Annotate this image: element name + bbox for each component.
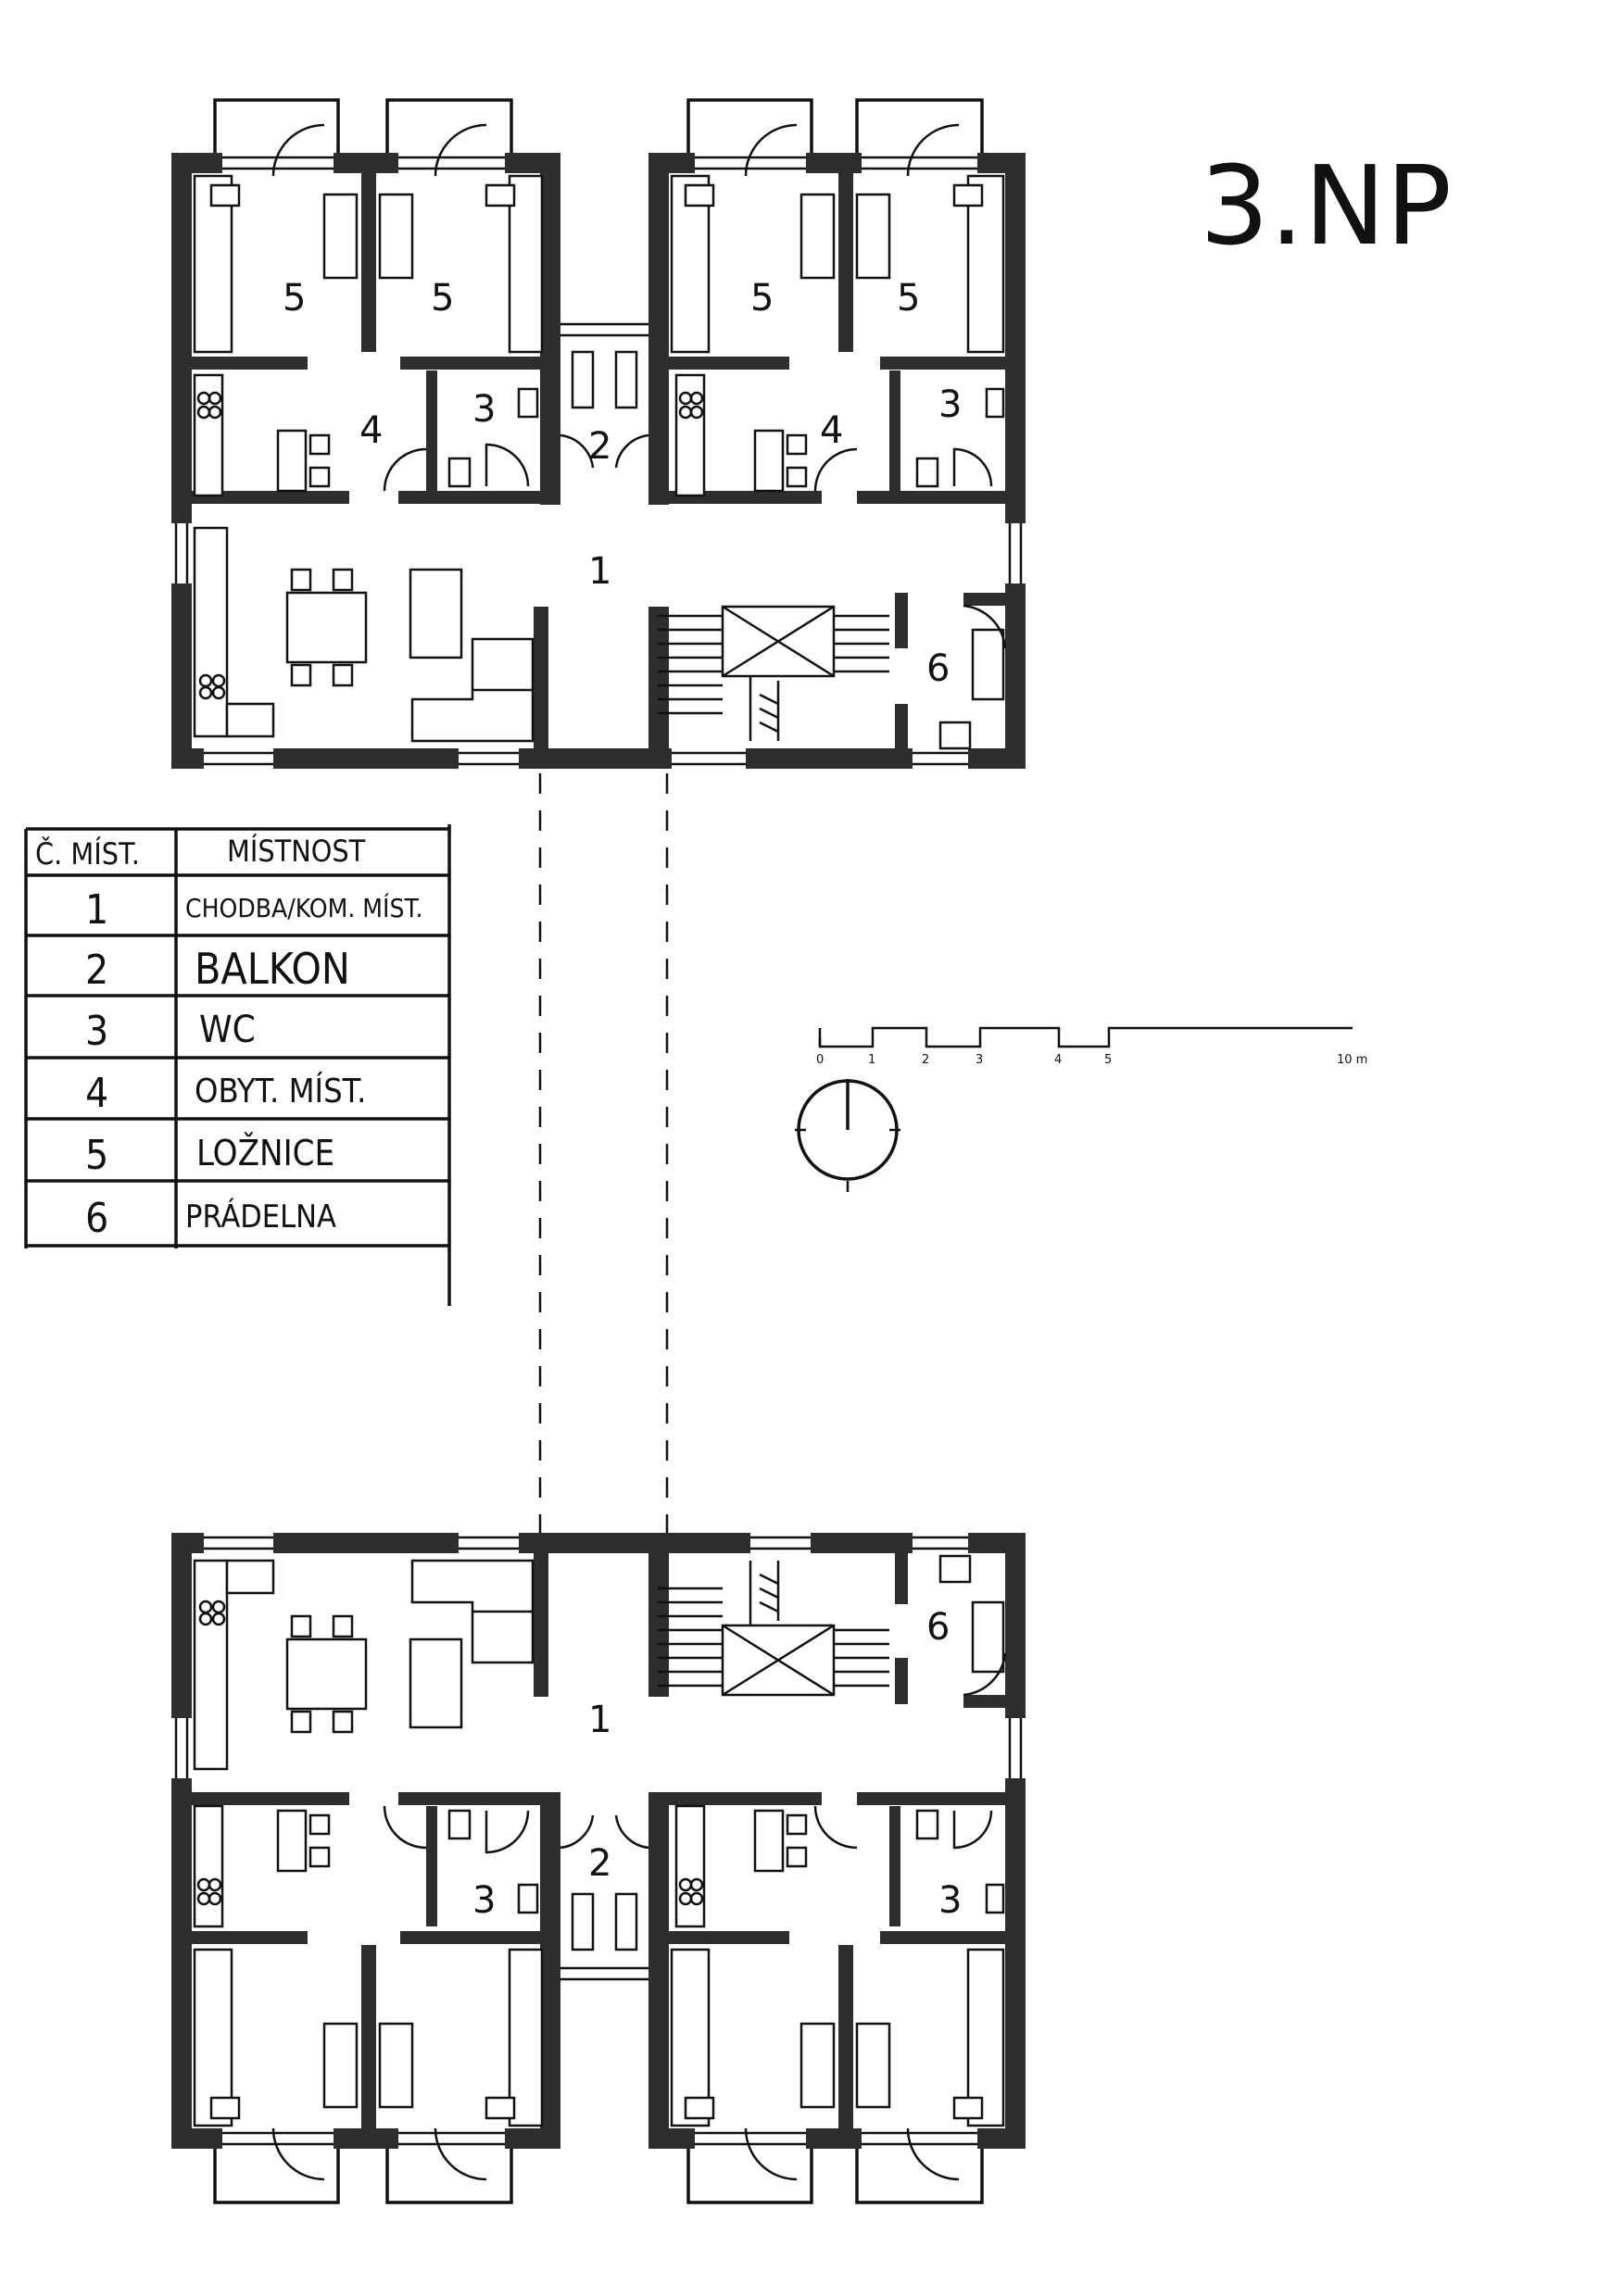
- top-bedroom-furniture: [193, 123, 1005, 354]
- scale-label: 1: [868, 1053, 875, 1067]
- room-label: 1: [588, 550, 611, 593]
- scale-label: 10 m: [1337, 1053, 1367, 1067]
- bottom-exterior-walls: [171, 1533, 1026, 2149]
- north-arrow-icon: [795, 1079, 900, 1192]
- bottom-building: 1 6 2 3 3: [171, 1533, 1026, 2204]
- room-label: 5: [750, 277, 774, 320]
- table-row-num: 4: [85, 1070, 108, 1117]
- bottom-staircase: [658, 1561, 889, 1697]
- room-label: 3: [472, 388, 496, 431]
- table-row-num: 3: [85, 1008, 108, 1055]
- table-row-name: CHODBA/KOM. MÍST.: [185, 892, 423, 923]
- table-row-num: 1: [85, 886, 108, 934]
- bottom-balcony-2: [560, 1814, 649, 1981]
- room-table: Č. MÍST. MÍSTNOST 1 CHODBA/KOM. MÍST. 2 …: [24, 824, 451, 1306]
- bottom-interior-walls: [192, 1553, 1026, 2149]
- sheet-title: 3.NP: [1200, 142, 1452, 270]
- table-row-name: BALKON: [195, 944, 350, 994]
- top-balcony-2: [560, 322, 649, 469]
- top-exterior-walls: [171, 153, 1026, 769]
- bottom-bedroom-furniture: [193, 1948, 1005, 2181]
- top-laundry-6: [938, 604, 1007, 750]
- room-label: 1: [588, 1699, 611, 1741]
- connecting-walkway: [538, 773, 669, 1533]
- table-row-num: 5: [85, 1132, 108, 1179]
- scale-bar: 0 1 2 3 4 5 10 m: [816, 1026, 1367, 1067]
- scale-label: 2: [922, 1053, 929, 1067]
- room-label: 3: [938, 383, 962, 426]
- table-row-name: LOŽNICE: [196, 1133, 334, 1173]
- top-building: 5 5 5 5 4 4 3 3 2 1 6: [171, 98, 1026, 769]
- table-header-name: MÍSTNOST: [227, 834, 366, 869]
- room-label: 5: [897, 277, 920, 320]
- bottom-living-furniture: [193, 1804, 1005, 1928]
- room-label: 2: [588, 425, 611, 468]
- room-label: 5: [431, 277, 454, 320]
- table-row-name: WC: [199, 1009, 256, 1051]
- bottom-common-room-furniture: [193, 1559, 535, 1771]
- table-header-num: Č. MÍST.: [35, 835, 140, 872]
- table-row-name: PRÁDELNA: [185, 1198, 336, 1236]
- room-label: 2: [588, 1842, 611, 1885]
- table-row-num: 6: [85, 1195, 108, 1242]
- room-label: 3: [938, 1879, 962, 1922]
- top-common-room-furniture: [193, 526, 535, 743]
- scale-label: 5: [1104, 1053, 1112, 1067]
- table-row-name: OBYT. MÍST.: [195, 1072, 366, 1110]
- bottom-bedroom-balconies: [213, 2149, 984, 2204]
- room-label: 3: [472, 1879, 496, 1922]
- scale-label: 3: [976, 1053, 983, 1067]
- top-bedroom-balconies: [213, 98, 984, 153]
- room-label: 4: [820, 409, 843, 452]
- room-label: 6: [926, 647, 950, 690]
- room-label: 4: [359, 409, 383, 452]
- scale-label: 0: [816, 1053, 824, 1067]
- top-living-furniture: [193, 373, 1005, 497]
- bottom-laundry-6: [938, 1554, 1007, 1697]
- room-label: 5: [283, 277, 306, 320]
- scale-label: 4: [1054, 1053, 1062, 1067]
- room-label: 6: [926, 1606, 950, 1649]
- top-staircase: [658, 605, 889, 741]
- table-row-num: 2: [85, 947, 108, 994]
